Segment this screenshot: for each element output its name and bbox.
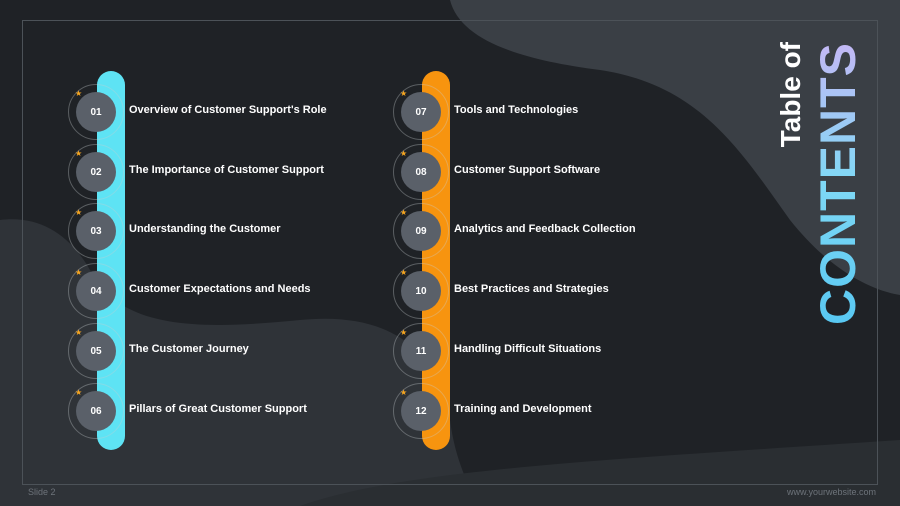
number-ring (393, 84, 449, 140)
title-block: CONTENTS Table of (763, 42, 873, 334)
item-number: 11 (401, 331, 441, 371)
item-label: Understanding the Customer (129, 223, 281, 235)
item-label: The Importance of Customer Support (129, 164, 324, 176)
item-number: 05 (76, 331, 116, 371)
item-number: 10 (401, 271, 441, 311)
star-icon: ★ (75, 328, 83, 337)
star-icon: ★ (75, 208, 83, 217)
number-ring (393, 263, 449, 319)
star-icon: ★ (400, 388, 408, 397)
slide-number: Slide 2 (28, 487, 56, 497)
item-number: 04 (76, 271, 116, 311)
star-icon: ★ (400, 208, 408, 217)
star-icon: ★ (400, 149, 408, 158)
website-url: www.yourwebsite.com (786, 487, 876, 497)
star-icon: ★ (75, 268, 83, 277)
item-label: The Customer Journey (129, 343, 249, 355)
number-ring (68, 84, 124, 140)
item-label: Handling Difficult Situations (454, 343, 602, 355)
item-label: Customer Expectations and Needs (129, 283, 311, 295)
title-large: CONTENTS (810, 42, 866, 325)
item-number: 12 (401, 391, 441, 431)
number-ring (393, 323, 449, 379)
number-ring (68, 263, 124, 319)
item-label: Training and Development (454, 403, 592, 415)
item-label: Best Practices and Strategies (454, 283, 609, 295)
number-ring (68, 144, 124, 200)
number-ring (393, 203, 449, 259)
item-label: Analytics and Feedback Collection (454, 223, 636, 235)
item-label: Pillars of Great Customer Support (129, 403, 307, 415)
item-number: 09 (401, 211, 441, 251)
item-number: 03 (76, 211, 116, 251)
star-icon: ★ (400, 89, 408, 98)
slide-frame (22, 20, 878, 485)
item-number: 06 (76, 391, 116, 431)
number-ring (68, 383, 124, 439)
star-icon: ★ (400, 328, 408, 337)
item-label: Customer Support Software (454, 164, 601, 176)
item-label: Tools and Technologies (454, 104, 579, 116)
star-icon: ★ (400, 268, 408, 277)
number-ring (393, 144, 449, 200)
number-ring (393, 383, 449, 439)
number-ring (68, 203, 124, 259)
item-label: Overview of Customer Support's Role (129, 104, 327, 116)
item-number: 07 (401, 92, 441, 132)
star-icon: ★ (75, 388, 83, 397)
item-number: 02 (76, 152, 116, 192)
title-small: Table of (775, 42, 806, 148)
number-ring (68, 323, 124, 379)
star-icon: ★ (75, 89, 83, 98)
item-number: 08 (401, 152, 441, 192)
star-icon: ★ (75, 149, 83, 158)
item-number: 01 (76, 92, 116, 132)
